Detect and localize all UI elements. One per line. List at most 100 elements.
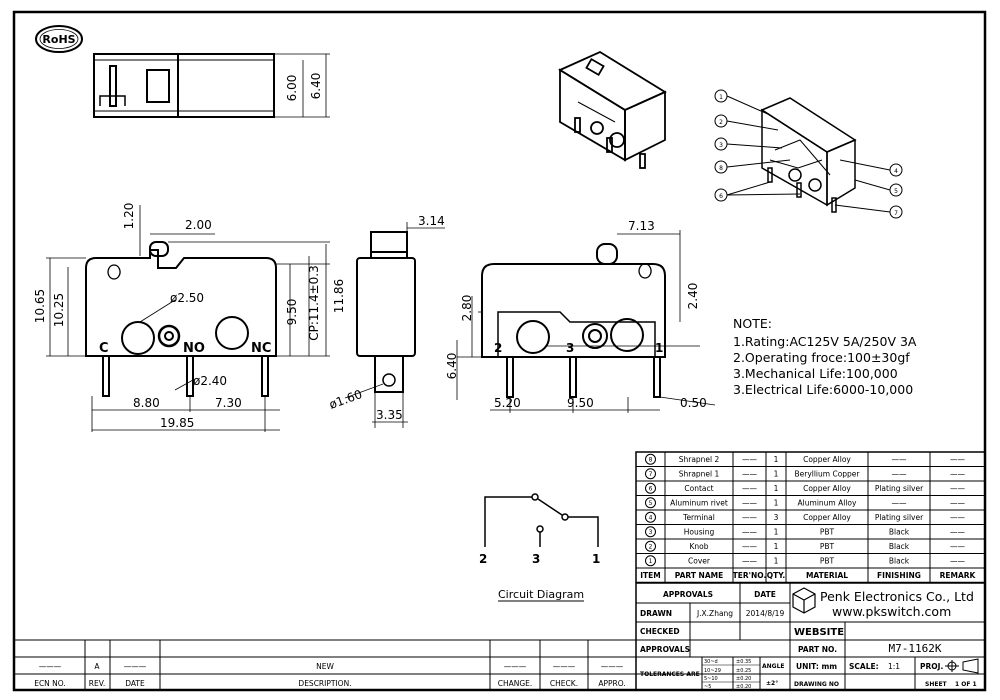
dim-d1-60: ø1.60 xyxy=(327,387,364,412)
bom-cell-name: Shrapnel 1 xyxy=(679,469,720,478)
tb-tolerances-label: TOLERANCES ARE xyxy=(640,671,700,678)
rev-row-rev: A xyxy=(94,662,100,671)
dim-2-40: 2.40 xyxy=(686,283,700,310)
dim-7-13: 7.13 xyxy=(628,219,655,233)
dim-11-86: 11.86 xyxy=(332,279,346,313)
bom-cell-name: Terminal xyxy=(682,513,715,522)
bom-cell-remark: —— xyxy=(950,469,966,478)
back-terminal-2: 2 xyxy=(494,341,502,355)
bom-cell-ter: —— xyxy=(742,513,758,522)
dim-0-50: 0.50 xyxy=(680,396,707,410)
tb-drawn-date: 2014/8/19 xyxy=(746,609,785,618)
bom-cell-item: 6 xyxy=(649,485,653,492)
bom-cell-material: PBT xyxy=(820,542,835,551)
notes-title: NOTE: xyxy=(733,316,772,331)
bom-cell-remark: —— xyxy=(950,542,966,551)
tb-drawing-no-label: DRAWING NO xyxy=(794,681,839,688)
bom-cell-finishing: Black xyxy=(889,556,910,565)
bom-cell-name: Contact xyxy=(684,484,713,493)
bom-cell-qty: 3 xyxy=(774,513,779,522)
bom-item-bubble xyxy=(645,453,656,465)
terminal-no-label: NO xyxy=(183,341,205,356)
top-view xyxy=(93,53,330,118)
bom-item-bubble xyxy=(645,540,656,552)
bom-cell-finishing: Plating silver xyxy=(875,484,924,493)
bom-cell-name: Housing xyxy=(684,527,715,536)
rohs-label: RoHS xyxy=(42,33,75,46)
tb-company-name: Penk Electronics Co., Ltd xyxy=(820,589,974,604)
dim-9-50-back: 9.50 xyxy=(567,396,594,410)
title-block xyxy=(635,582,986,691)
bom-item-bubble xyxy=(645,468,656,480)
dim-9-50: 9.50 xyxy=(285,299,299,326)
dim-6-40: 6.40 xyxy=(445,353,459,380)
bom-item-bubble xyxy=(645,511,656,523)
bom-cell-material: Copper Alloy xyxy=(803,484,851,493)
bom-header: MATERIAL xyxy=(806,571,848,580)
bom-cell-finishing: —— xyxy=(892,498,908,507)
bom-cell-qty: 1 xyxy=(774,469,779,478)
company-logo-icon xyxy=(792,587,816,614)
rev-header-change: CHANGE. xyxy=(498,679,533,688)
bom-cell-finishing: Plating silver xyxy=(875,513,924,522)
circuit-caption: Circuit Diagram xyxy=(498,588,584,601)
tb-drawn-by: J.X.Zhang xyxy=(696,609,733,618)
bom-cell-item: 1 xyxy=(649,558,653,565)
callout-6: 6 xyxy=(719,193,723,200)
bom-cell-item: 5 xyxy=(649,500,653,507)
bom-cell-qty: 1 xyxy=(774,542,779,551)
tb-part-no: M7-1162K xyxy=(889,642,942,655)
rev-header-description: DESCRIPTION. xyxy=(298,679,351,688)
callout-8: 8 xyxy=(719,165,723,172)
rev-row-ecn: ——— xyxy=(39,662,62,671)
tb-date-header: DATE xyxy=(754,590,776,599)
isometric-view xyxy=(558,50,667,169)
callout-5: 5 xyxy=(894,188,898,195)
rev-header-rev: REV. xyxy=(89,679,106,688)
bom-header: TER'NO. xyxy=(733,571,767,580)
dim-3-35: 3.35 xyxy=(376,408,403,422)
back-terminal-3: 3 xyxy=(566,341,574,355)
dim-2-00: 2.00 xyxy=(185,218,212,232)
bom-cell-qty: 1 xyxy=(774,527,779,536)
tb-proj-label: PROJ. xyxy=(920,662,943,671)
sheet-border xyxy=(12,10,987,692)
tb-tol-range-3: 5~10 xyxy=(704,676,718,682)
tb-checked-label: CHECKED xyxy=(640,627,680,636)
dim-cp: CP:11.4±0.3 xyxy=(307,265,321,341)
tb-tol-range-4: ~5 xyxy=(704,684,711,690)
tb-website-label: WEBSITE xyxy=(794,627,844,638)
circuit-label-2: 2 xyxy=(479,552,487,566)
bom-cell-material: Aluminum Alloy xyxy=(798,498,857,507)
note-rating: 1.Rating:AC125V 5A/250V 3A xyxy=(733,334,917,349)
callout-bubbles xyxy=(714,89,903,219)
bom-cell-material: PBT xyxy=(820,527,835,536)
note-electrical-life: 3.Electrical Life:6000-10,000 xyxy=(733,382,913,397)
rev-header-ecn: ECN NO. xyxy=(34,679,66,688)
bom-cell-qty: 1 xyxy=(774,455,779,464)
bom-cell-ter: —— xyxy=(742,455,758,464)
bom-cell-remark: —— xyxy=(950,556,966,565)
bom-cell-qty: 1 xyxy=(774,556,779,565)
bom-cell-material: PBT xyxy=(820,556,835,565)
bom-cell-item: 4 xyxy=(649,514,653,521)
bom-header: QTY. xyxy=(767,571,786,580)
dim-19-85: 19.85 xyxy=(160,416,194,430)
bom-cell-name: Knob xyxy=(689,542,708,551)
circuit-label-1: 1 xyxy=(592,552,600,566)
bom-cell-name: Aluminum rivet xyxy=(670,498,728,507)
bom-cell-qty: 1 xyxy=(774,484,779,493)
back-terminal-1: 1 xyxy=(655,341,663,355)
bom-cell-finishing: Black xyxy=(889,527,910,536)
back-view xyxy=(456,230,716,413)
bom-cell-ter: —— xyxy=(742,484,758,493)
bom-cell-remark: —— xyxy=(950,513,966,522)
rev-header-check: CHECK. xyxy=(550,679,578,688)
bom-item-bubble xyxy=(645,482,656,494)
tb-tol-val-4: ±0.20 xyxy=(736,684,751,690)
rev-header-date: DATE xyxy=(125,679,145,688)
bom-cell-ter: —— xyxy=(742,527,758,536)
bom-header: ITEM xyxy=(640,571,661,580)
dim-d2-50: ø2.50 xyxy=(170,291,204,305)
